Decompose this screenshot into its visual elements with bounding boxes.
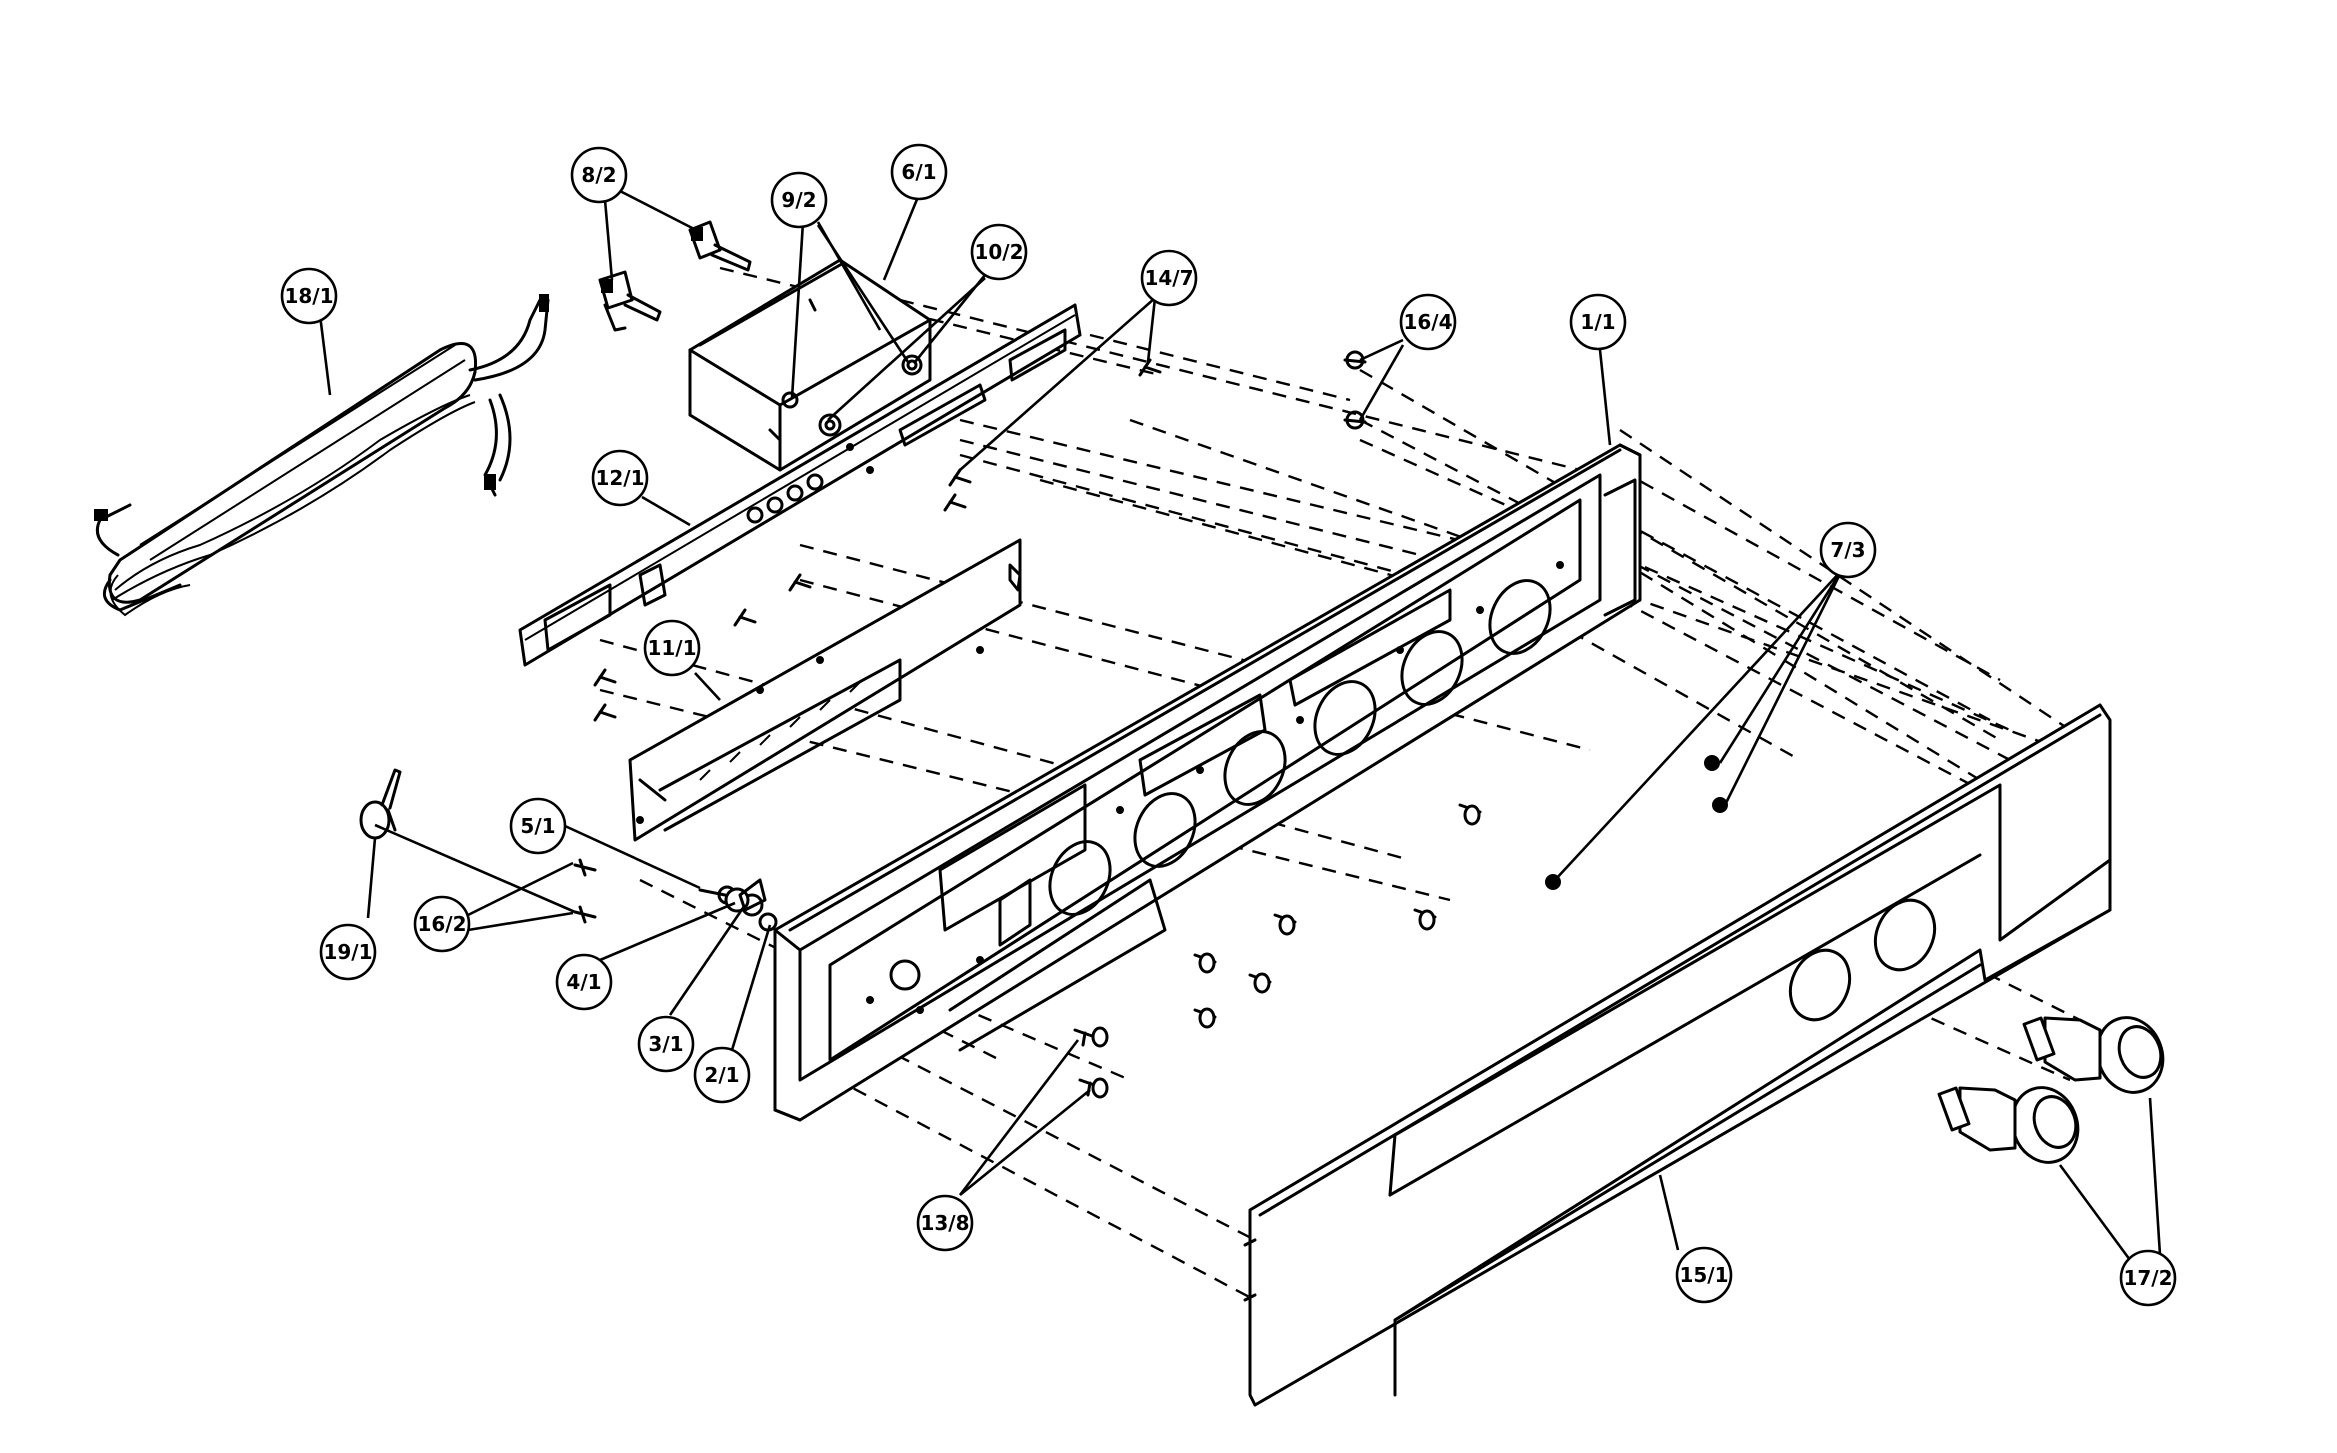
- callout-19-1: 19/1: [319, 923, 377, 981]
- lamp-tube-part: [94, 294, 550, 617]
- knob-part: [1937, 1016, 2165, 1164]
- callout-4-1: 4/1: [555, 953, 613, 1011]
- callout-label: 2/1: [704, 1063, 739, 1087]
- callout-9-2: 9/2: [770, 171, 828, 229]
- callout-label: 11/1: [647, 636, 696, 660]
- callout-14-7: 14/7: [1140, 249, 1198, 307]
- callout-label: 1/1: [1580, 310, 1615, 334]
- callout-label: 3/1: [648, 1032, 683, 1056]
- front-frame-part: [773, 443, 1642, 1122]
- callout-label: 4/1: [566, 970, 601, 994]
- callout-8-2: 8/2: [570, 146, 628, 204]
- callout-12-1: 12/1: [591, 449, 649, 507]
- callout-2-1: 2/1: [693, 1046, 751, 1104]
- callout-1-1: 1/1: [1569, 293, 1627, 351]
- callout-6-1: 6/1: [890, 143, 948, 201]
- screws-part: [573, 350, 1728, 1099]
- callout-3-1: 3/1: [637, 1015, 695, 1073]
- callout-label: 9/2: [781, 188, 816, 212]
- callout-16-2: 16/2: [413, 895, 471, 953]
- callout-label: 10/2: [974, 240, 1023, 264]
- callout-16-4: 16/4: [1399, 293, 1457, 351]
- callout-label: 13/8: [920, 1211, 969, 1235]
- callout-label: 16/2: [417, 912, 466, 936]
- callout-label: 17/2: [2123, 1266, 2172, 1290]
- callout-7-3: 7/3: [1819, 521, 1877, 579]
- board-part: [628, 538, 1022, 842]
- callout-label: 18/1: [284, 284, 333, 308]
- switch-part: [598, 220, 752, 332]
- callout-label: 12/1: [595, 466, 644, 490]
- callout-label: 7/3: [1830, 538, 1865, 562]
- callout-label: 6/1: [901, 160, 936, 184]
- callout-5-1: 5/1: [509, 797, 567, 855]
- callout-11-1: 11/1: [643, 619, 701, 677]
- callout-label: 8/2: [581, 163, 616, 187]
- fascia-panel-part: [1243, 703, 2112, 1407]
- callout-label: 14/7: [1144, 266, 1193, 290]
- callout-label: 16/4: [1403, 310, 1452, 334]
- callout-17-2: 17/2: [2119, 1249, 2177, 1307]
- circuit-board-part: [518, 303, 1082, 667]
- callout-10-2: 10/2: [970, 223, 1028, 281]
- callout-label: 15/1: [1679, 1263, 1728, 1287]
- callout-15-1: 15/1: [1675, 1246, 1733, 1304]
- callout-13-8: 13/8: [916, 1194, 974, 1252]
- callout-label: 19/1: [323, 940, 372, 964]
- leader-lines: [318, 188, 2162, 1261]
- callout-18-1: 18/1: [280, 267, 338, 325]
- callout-label: 5/1: [520, 814, 555, 838]
